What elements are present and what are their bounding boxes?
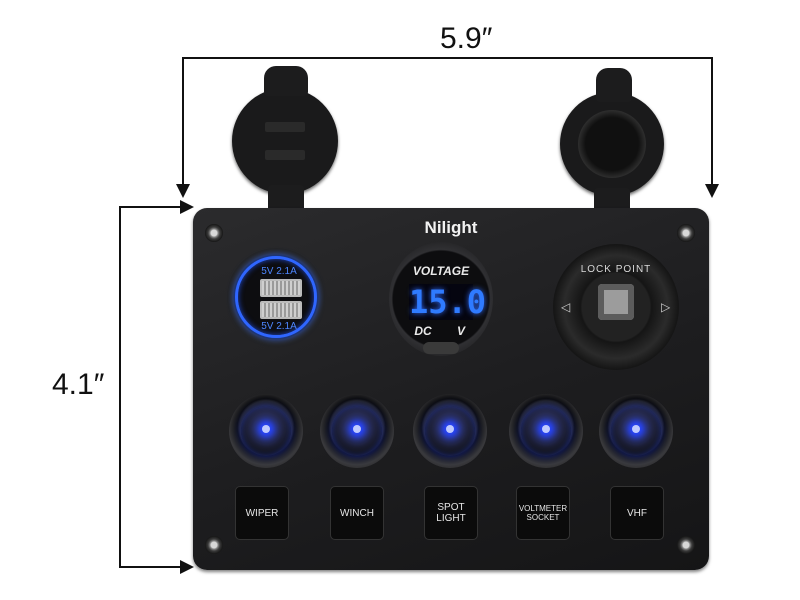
switch-face [241, 406, 291, 456]
voltmeter-dc-unit: DC [414, 324, 432, 338]
switch-label-winch: WINCH [330, 486, 384, 540]
switch-label-wiper: WIPER [235, 486, 289, 540]
led-icon [542, 425, 550, 433]
cap-grip-icon [265, 150, 305, 160]
led-icon [446, 425, 454, 433]
voltmeter-reading: 15.0 [409, 283, 487, 321]
lighter-socket-core [598, 284, 634, 320]
cap-grip-icon [265, 122, 305, 132]
screw-icon [205, 536, 223, 554]
arrow-left-icon: ◁ [561, 300, 571, 314]
switch-face [521, 406, 571, 456]
lighter-cap-inner [578, 110, 646, 178]
usb-port2-label: 5V 2.1A [261, 321, 297, 332]
voltmeter-base [423, 342, 459, 354]
lighter-cap-tab [596, 68, 632, 102]
switch-face [425, 406, 475, 456]
switch-face [332, 406, 382, 456]
screw-icon [205, 224, 223, 242]
height-dimension-label: 4.1″ [52, 368, 105, 401]
arrow-right-icon: ▷ [661, 300, 671, 314]
switch-face [611, 406, 661, 456]
led-icon [632, 425, 640, 433]
rocker-switch-2[interactable] [320, 394, 394, 468]
led-icon [353, 425, 361, 433]
usb-port-icon[interactable] [260, 279, 302, 297]
screw-icon [677, 224, 695, 242]
voltmeter: VOLTAGE 15.0 DC V [389, 242, 493, 356]
voltmeter-title: VOLTAGE [412, 264, 470, 278]
voltmeter-v-unit: V [456, 324, 465, 338]
rocker-switch-4[interactable] [509, 394, 583, 468]
lighter-cap [560, 92, 664, 196]
switch-label-voltmeter-socket: VOLTMETER SOCKET [516, 486, 570, 540]
switch-label-vhf: VHF [610, 486, 664, 540]
rocker-switch-1[interactable] [229, 394, 303, 468]
usb-port-icon[interactable] [260, 301, 302, 319]
cigarette-lighter-socket[interactable]: LOCK POINT ◁ ▷ [553, 244, 679, 370]
lock-point-text: LOCK POINT [580, 264, 652, 275]
screw-icon [677, 536, 695, 554]
usb-charger[interactable]: 5V 2.1A 5V 2.1A [227, 248, 325, 346]
brand-logo: Nilight [424, 218, 478, 237]
led-icon [262, 425, 270, 433]
usb-ring: 5V 2.1A 5V 2.1A [235, 256, 317, 338]
switch-label-spot-light: SPOT LIGHT [424, 486, 478, 540]
rocker-switch-5[interactable] [599, 394, 673, 468]
width-dimension-label: 5.9″ [440, 22, 493, 55]
usb-cap-tab [264, 66, 308, 96]
usb-port1-label: 5V 2.1A [261, 266, 297, 277]
usb-dust-cap [232, 88, 338, 194]
switch-panel: Nilight 5V 2.1A 5V 2.1A VOLTAGE 15.0 DC … [193, 208, 709, 570]
rocker-switch-3[interactable] [413, 394, 487, 468]
